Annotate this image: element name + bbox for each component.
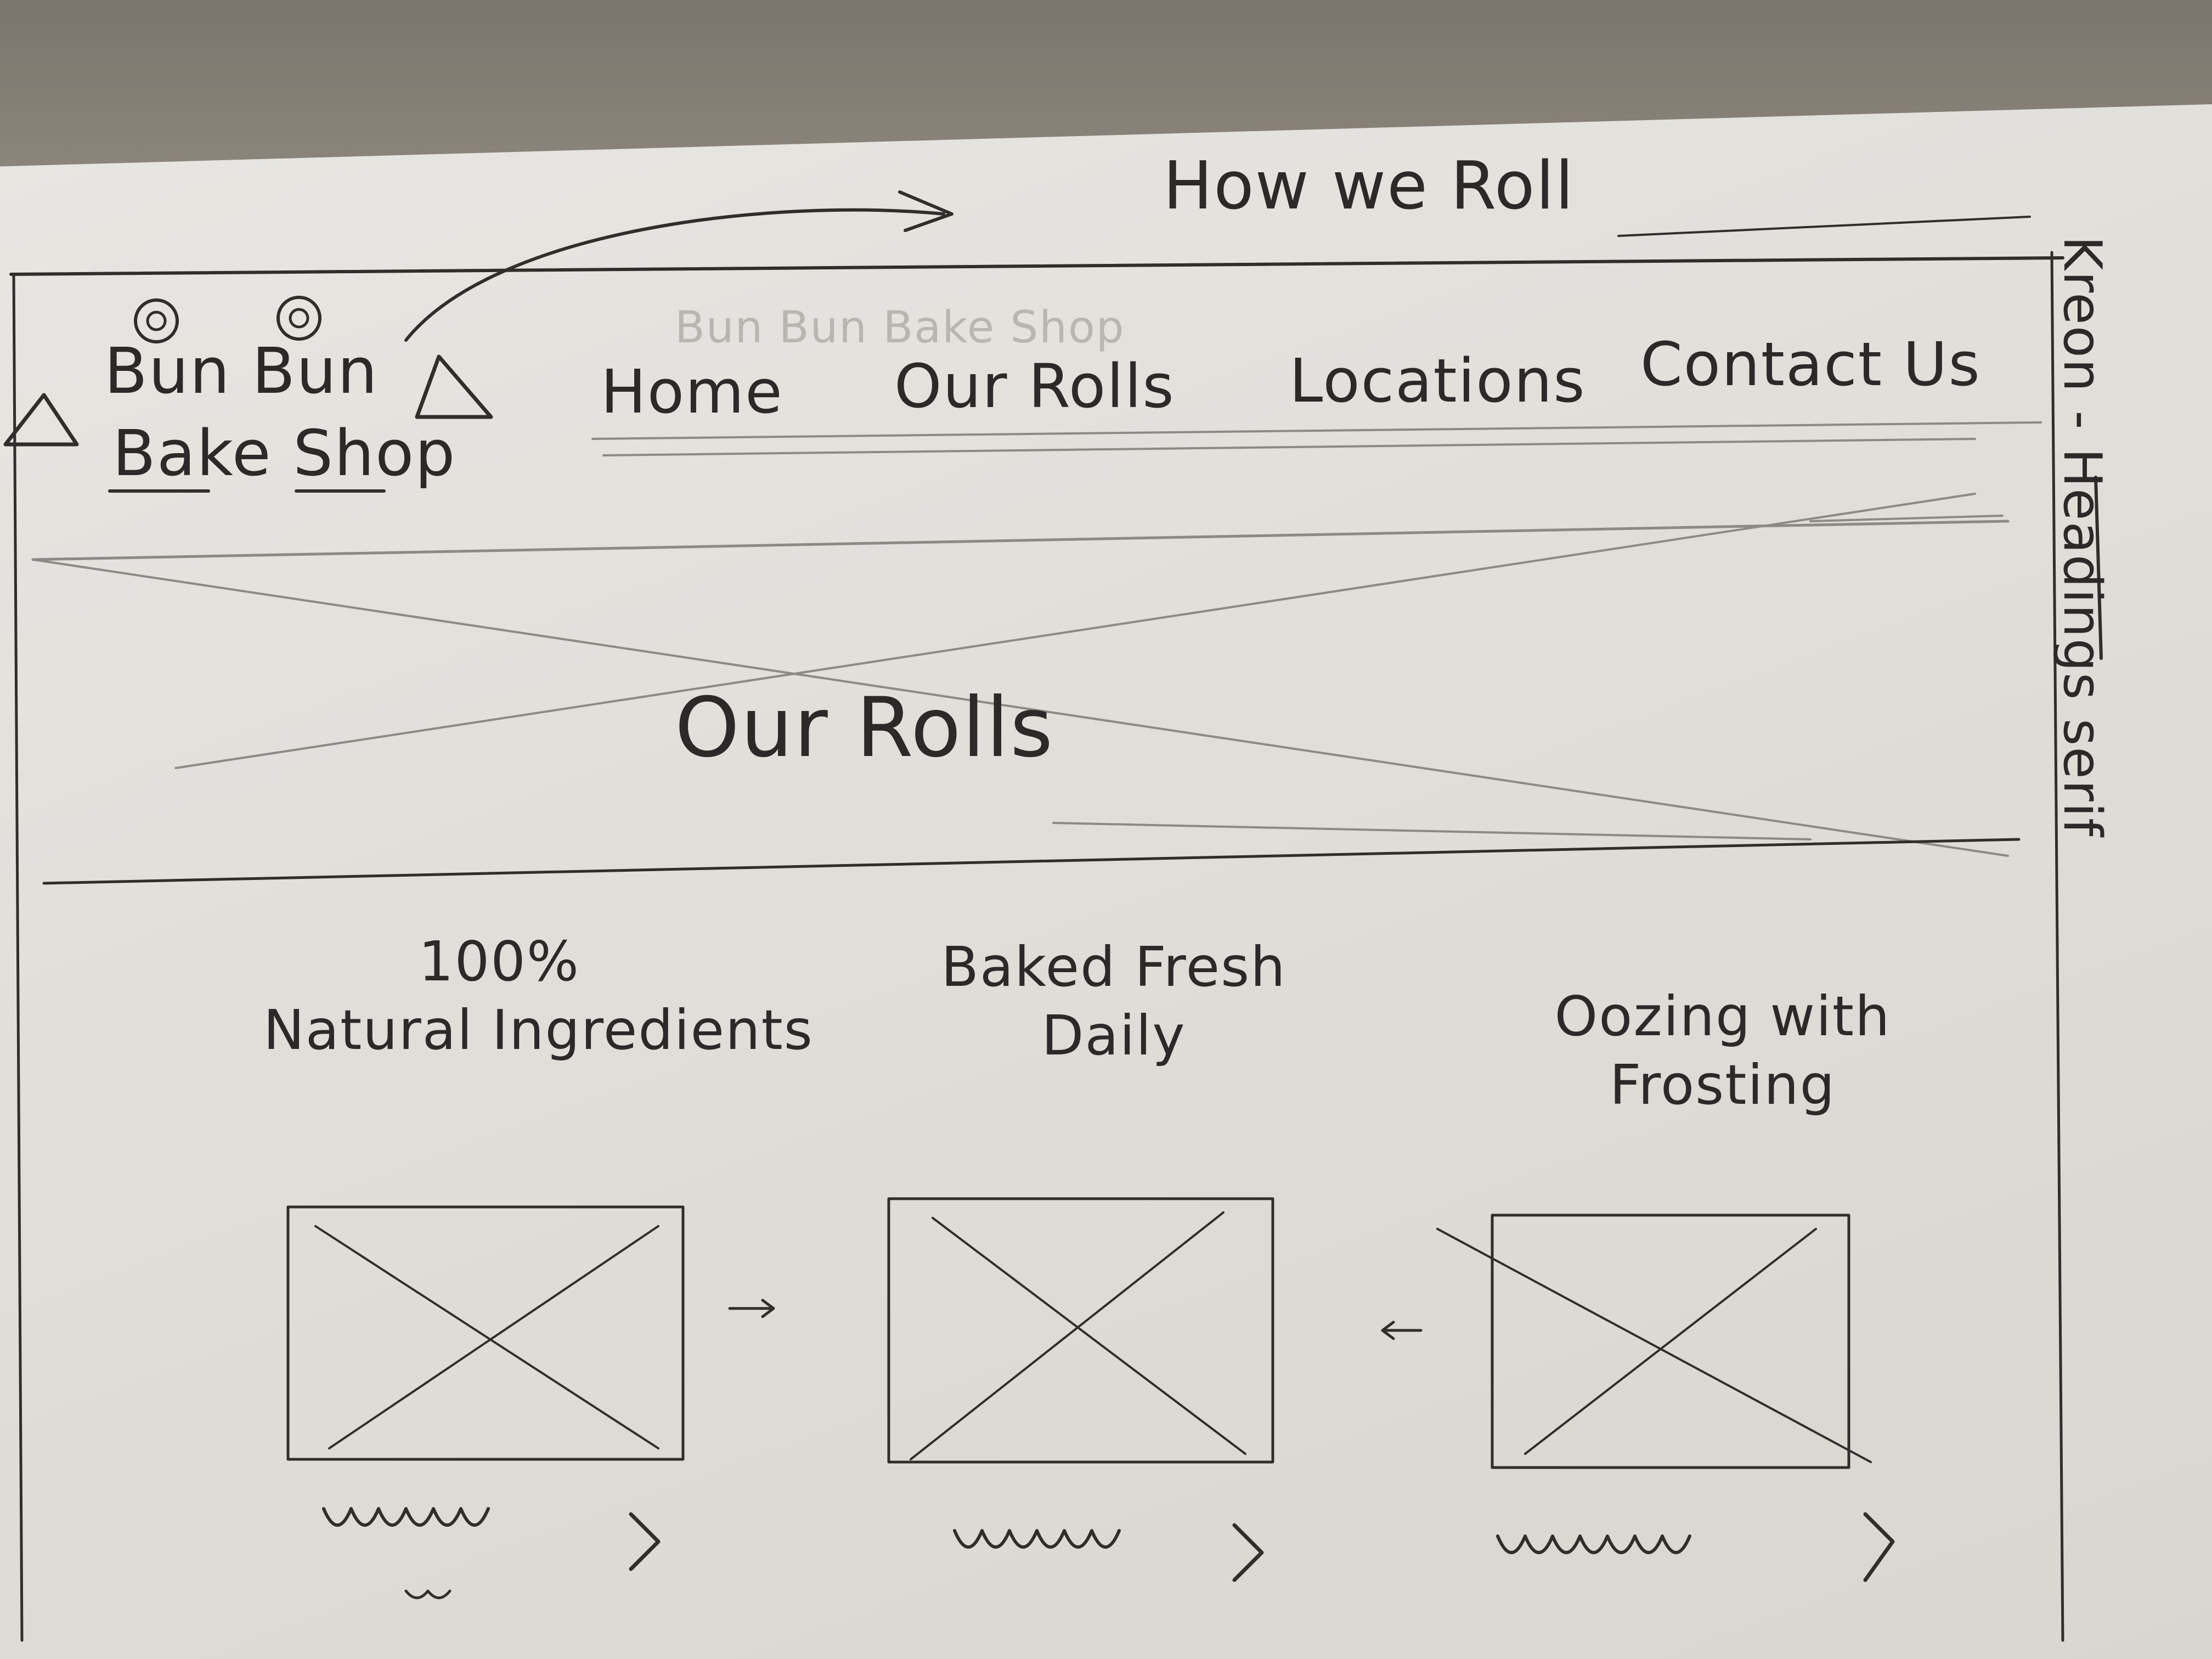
chevron-right-icon[interactable] [1863, 1512, 1895, 1582]
annotation-side: Kreon - Headings serif [2052, 236, 2112, 838]
hero-cross-1 [32, 558, 2009, 857]
feature-2: Baked Fresh Daily [922, 933, 1306, 1070]
feature-2-line2: Daily [1041, 1003, 1186, 1068]
logo-line-1: Bun Bun [104, 335, 379, 408]
hero-bottom-line [42, 838, 2021, 885]
annotation-arrow [404, 208, 945, 342]
caption-squiggle-3 [1496, 1534, 1691, 1554]
frame-left-line [12, 273, 24, 1642]
feature-1-line1: 100% [419, 929, 580, 994]
sketch-paper [0, 104, 2212, 1659]
nav-our-rolls[interactable]: Our Rolls [894, 351, 1175, 421]
frame-top-line [9, 256, 2064, 276]
image-placeholder-2 [887, 1197, 1274, 1464]
chevron-right-icon[interactable] [629, 1512, 661, 1571]
caption-squiggle-2 [953, 1529, 1121, 1549]
hero-title: Our Rolls [675, 680, 1054, 776]
feature-2-line1: Baked Fresh [941, 935, 1286, 999]
image-placeholder-1 [286, 1205, 685, 1461]
image-placeholder-3 [1436, 1214, 1872, 1469]
cinnamon-roll-icon [3, 296, 493, 447]
annotation-top: How we Roll [1163, 148, 1575, 224]
feature-3-line2: Frosting [1609, 1053, 1836, 1117]
ghost-site-title: Bun Bun Bake Shop [675, 302, 1125, 353]
logo-line-2: Bake Shop [112, 417, 456, 490]
nav-locations[interactable]: Locations [1289, 346, 1586, 416]
chevron-right-icon[interactable] [1232, 1523, 1264, 1582]
feature-3-line1: Oozing with [1554, 984, 1891, 1048]
caption-squiggle-1 [322, 1507, 490, 1599]
feature-3: Oozing with Frosting [1525, 982, 1920, 1119]
feature-1: 100% Natural Ingredients [263, 927, 814, 1064]
frame-right-line [2050, 251, 2064, 1642]
nav-contact-us[interactable]: Contact Us [1640, 329, 1981, 399]
hero-cross-2 [174, 493, 1976, 769]
nav-home[interactable]: Home [601, 357, 783, 427]
feature-1-line2: Natural Ingredients [263, 998, 814, 1062]
annotation-underline [1617, 216, 2031, 237]
